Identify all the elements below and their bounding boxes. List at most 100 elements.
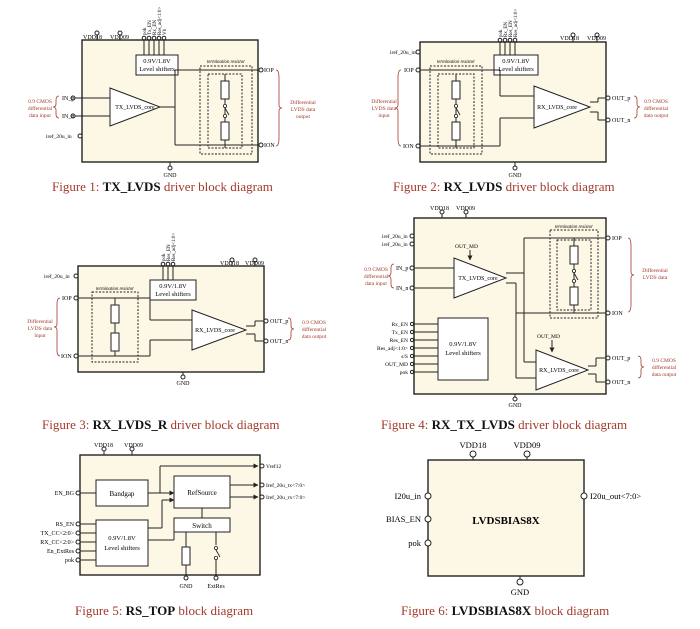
tx-core-label: TX_LVDS_core (458, 276, 498, 282)
rx-en-pin: Rx_EN (392, 322, 409, 328)
left-annotation-1: Differential (371, 98, 397, 105)
right-annotation-1: Differential (642, 267, 668, 274)
iref-rx-pin: Iref_20u_rx<7:0> (266, 494, 306, 501)
caption-name: RX_LVDS (443, 179, 503, 194)
caption-suffix: driver block diagram (160, 179, 273, 194)
vref12-pin: Vref12 (266, 463, 281, 470)
figure-3: VDD18 VDD09 pok Res_EN Res_adj<1:0> 0.9V… (27, 233, 327, 387)
iop-pin: IOP (264, 68, 274, 74)
tx-en-pin: Tx_EN (392, 330, 408, 336)
iref-tx-pin: Iref_20u_tx<7:0> (266, 482, 305, 489)
gnd-pin: GND (509, 173, 523, 179)
figure-4: VDD18 VDD09 iref_20u_in iref_20u_in OUT_… (364, 206, 677, 409)
caption-name: LVDSBIAS8X (451, 603, 532, 618)
right-annotation-2: LVDS data (291, 107, 316, 113)
tx-out-md-label: OUT_MD (455, 244, 478, 250)
vdd18-label: VDD18 (220, 261, 239, 267)
ion-pin: ION (264, 143, 275, 149)
gnd-pin: GND (511, 587, 529, 597)
caption-prefix: Figure 6: (401, 603, 452, 618)
level-shifter-voltage: 0.9V/1.8V (502, 58, 530, 65)
out-n-pin: OUT_n (270, 339, 288, 345)
figure-6: VDD18 VDD09 LVDSBIAS8X I20u_in BIAS_EN p… (386, 440, 641, 597)
refsource-block (173, 475, 231, 509)
s-pin: s/S (401, 354, 408, 360)
right-annotation-1: 0.9 CMOS (302, 320, 326, 326)
pok-pin: pok (408, 538, 422, 548)
switch-label: Switch (192, 522, 212, 530)
out-n-pin: OUT_n (612, 118, 630, 124)
rx-core-label: RX_LVDS_core (195, 328, 235, 334)
left-annotation-1: 0.9 CMOS (364, 267, 388, 273)
in-p-pin: IN_p (62, 96, 74, 102)
tx-core-amplifier (109, 87, 162, 127)
caption-name: RX_LVDS_R (92, 417, 168, 432)
out-n-pin: OUT_n (612, 380, 630, 386)
vdd09-label: VDD09 (110, 35, 129, 41)
vdd09-label: VDD09 (456, 206, 475, 212)
right-annotation-3: 0.9 CMOS (652, 358, 676, 364)
vdd18-label: VDD18 (94, 443, 113, 449)
right-annotation-2: differential (644, 105, 669, 112)
en-bg-pin: EN_BG (55, 491, 75, 497)
termination-label: termination resistor (207, 60, 245, 65)
caption-suffix: block diagram (531, 603, 610, 618)
level-shifter-label: Level shifters (498, 66, 534, 73)
vdd18-label: VDD18 (430, 206, 449, 212)
left-annotation-1: Differential (27, 318, 53, 325)
bandgap-block (95, 479, 149, 507)
supply-pins: VDD18 VDD09 (83, 30, 129, 41)
vdd18-label: VDD18 (460, 440, 487, 450)
lvdsbias8x-title: LVDSBIAS8X (472, 515, 540, 527)
left-annotation-3: data input (365, 281, 387, 287)
iref-pin-2: iref_20u_in (382, 241, 408, 248)
pok-pin: pok (400, 370, 409, 376)
res-en-pin: Res_EN (167, 244, 172, 261)
rx-core-label: RX_LVDS_core (537, 105, 577, 111)
res-adj-pin: Res_adj<1:0> (514, 9, 519, 37)
bias-en-pin: BIAS_EN (386, 514, 421, 524)
rx-core-amplifier (191, 309, 248, 351)
figure-4-caption: Figure 4: RX_TX_LVDS driver block diagra… (381, 417, 627, 433)
level-shifter-box (135, 54, 179, 76)
extres-pin: ExtRes (207, 584, 225, 590)
figure-2: VDD18 VDD09 pok Rx_EN Res_EN Res_adj<1:0… (371, 9, 669, 179)
right-annotation-1: Differential (290, 99, 316, 106)
caption-name: TX_LVDS (102, 179, 161, 194)
rx-cc-pin: RX_CC<2:0> (40, 540, 74, 546)
rx-core-label: RX_LVDS_core (539, 368, 579, 374)
level-shifter-label: Level shifters (139, 66, 175, 73)
figure-5: VDD18 VDD09 Bandgap RefSource Switch 0.9… (40, 443, 305, 590)
ion-pin: ION (612, 311, 623, 317)
level-shifter-label: Level shifters (155, 291, 191, 298)
termination-label: termination resistor (555, 225, 593, 230)
iop-pin: IOP (404, 68, 414, 74)
figure-1-caption: Figure 1: TX_LVDS driver block diagram (52, 179, 273, 195)
in-n-pin: IN_n (396, 286, 408, 292)
figure-1: VDD18 VDD09 pok Tx_EN Rx_EN Res_adj<1:0>… (28, 7, 316, 179)
pok-pin: pok (65, 558, 74, 564)
res-adj-pin: Res_adj<1:0> (377, 346, 408, 352)
i20u-in-pin: I20u_in (395, 491, 422, 501)
ion-pin: ION (403, 144, 414, 150)
ctrl-pin-labels: Rx_EN Tx_EN Res_EN Res_adj<1:0> s/S OUT_… (377, 322, 408, 376)
rx-core-amplifier (533, 85, 592, 129)
level-shifter-voltage: 0.9V/1.8V (108, 535, 136, 542)
left-annotation-2: differential (364, 273, 389, 280)
right-annotation-3: data output (644, 113, 669, 119)
level-shifter-label: Level shifters (445, 350, 481, 357)
en-extres-pin: En_ExtRes (47, 549, 75, 555)
level-shifter-box (95, 519, 149, 567)
left-annotation-2: differential (28, 105, 53, 112)
caption-suffix: driver block diagram (502, 179, 615, 194)
out-md-pin: OUT_MD (385, 362, 408, 368)
right-annotation-3: data output (302, 334, 327, 340)
right-annotation-4: differential (652, 364, 677, 371)
caption-suffix: block diagram (175, 603, 254, 618)
vdd09-label: VDD09 (514, 440, 541, 450)
iref-pin: iref_20u_in (44, 273, 70, 280)
iref-pin: iref_20u_in (390, 49, 416, 56)
iref-pin: iref_20u_in (46, 133, 72, 140)
caption-suffix: driver block diagram (514, 417, 628, 432)
